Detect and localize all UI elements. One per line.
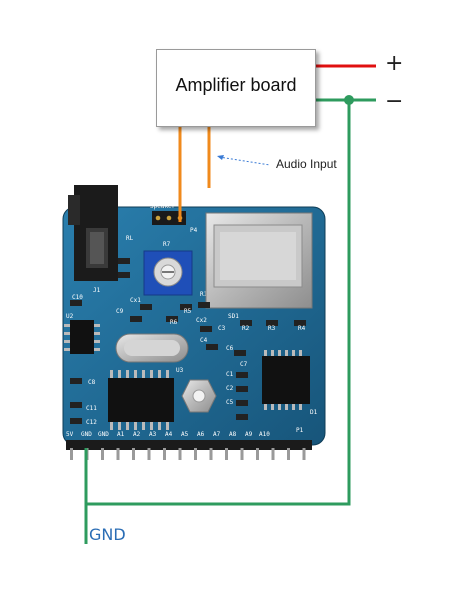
pcb-module: J1 Speaker P4 RL R7 R1 SD1 bbox=[62, 185, 326, 460]
label-d1: D1 bbox=[310, 409, 318, 416]
label-r5: R5 bbox=[184, 308, 192, 315]
label-c9: C9 bbox=[116, 308, 124, 315]
crystal-oscillator bbox=[115, 333, 189, 363]
ground-junction bbox=[344, 95, 354, 105]
audio-input-arrowhead bbox=[217, 155, 224, 160]
pin-strip bbox=[70, 448, 306, 460]
label-r2: R2 bbox=[242, 325, 250, 332]
smd-resistors bbox=[70, 258, 306, 424]
positive-terminal-label: + bbox=[385, 51, 404, 76]
label-r3: R3 bbox=[268, 325, 276, 332]
mounting-hole bbox=[181, 379, 217, 413]
label-c3: C3 bbox=[218, 325, 226, 332]
label-sd1: SD1 bbox=[228, 313, 239, 320]
label-r4: R4 bbox=[298, 325, 306, 332]
ground-return-wire bbox=[86, 100, 351, 506]
header-pin bbox=[271, 448, 275, 460]
label-c7: C7 bbox=[240, 361, 248, 368]
label-c1: C1 bbox=[226, 371, 234, 378]
gnd-label: GND bbox=[89, 525, 126, 544]
sd-card-slot bbox=[205, 212, 313, 309]
pin-label: GND bbox=[81, 431, 92, 438]
label-c10: C10 bbox=[72, 294, 83, 301]
label-u2: U2 bbox=[66, 313, 74, 320]
pin-label: A8 bbox=[229, 431, 237, 438]
header-pin bbox=[209, 448, 213, 460]
label-rl: RL bbox=[126, 235, 134, 242]
label-c2: C2 bbox=[226, 385, 234, 392]
label-p1: P1 bbox=[296, 427, 304, 434]
label-r7: R7 bbox=[163, 241, 171, 248]
header-pin bbox=[178, 448, 182, 460]
audio-input-label: Audio Input bbox=[276, 157, 337, 171]
header-pin bbox=[302, 448, 306, 460]
header-pin bbox=[225, 448, 228, 460]
pin-label: 5V bbox=[66, 431, 74, 438]
header-pin bbox=[256, 448, 259, 460]
header-pin bbox=[240, 448, 244, 460]
label-c11: C11 bbox=[86, 405, 97, 412]
amplifier-board-label: Amplifier board bbox=[175, 75, 297, 95]
label-cx2: Cx2 bbox=[196, 317, 207, 324]
pin-label: A3 bbox=[149, 431, 157, 438]
label-c12: C12 bbox=[86, 419, 97, 426]
label-c6: C6 bbox=[226, 345, 234, 352]
pin-label: A4 bbox=[165, 431, 173, 438]
potentiometer bbox=[143, 250, 193, 296]
audio-input-pointer bbox=[218, 156, 271, 166]
header-pin bbox=[147, 448, 151, 460]
chip-u2 bbox=[64, 320, 100, 354]
header-pin bbox=[70, 448, 73, 460]
label-cx1: Cx1 bbox=[130, 297, 141, 304]
pin-label: A9 bbox=[245, 431, 253, 438]
amplifier-board: Amplifier board bbox=[156, 49, 316, 127]
pin-labels: 5V GND GND A1 A2 A3 A4 A5 A6 A7 A8 A9 A1… bbox=[66, 431, 270, 438]
header-pin bbox=[116, 448, 120, 460]
label-c5: C5 bbox=[226, 399, 234, 406]
pin-header bbox=[66, 440, 312, 450]
chip-right bbox=[262, 350, 310, 410]
audio-jack bbox=[68, 185, 118, 281]
header-pin bbox=[287, 448, 290, 460]
pin-label: A1 bbox=[117, 431, 125, 438]
label-j1: J1 bbox=[93, 287, 101, 294]
label-u3: U3 bbox=[176, 367, 184, 374]
negative-terminal-label: − bbox=[385, 89, 404, 114]
pin-label: A2 bbox=[133, 431, 141, 438]
label-r6: R6 bbox=[170, 319, 178, 326]
header-pin bbox=[101, 448, 104, 460]
pin-label: A5 bbox=[181, 431, 189, 438]
label-c4: C4 bbox=[200, 337, 208, 344]
label-r1: R1 bbox=[200, 291, 208, 298]
pin-label: A7 bbox=[213, 431, 221, 438]
label-p4: P4 bbox=[190, 227, 198, 234]
chip-u3 bbox=[108, 370, 174, 430]
pin-label: A10 bbox=[259, 431, 270, 438]
label-c8: C8 bbox=[88, 379, 96, 386]
header-pin bbox=[163, 448, 166, 460]
pin-label: GND bbox=[98, 431, 109, 438]
header-pin bbox=[194, 448, 197, 460]
label-speaker: Speaker bbox=[150, 203, 176, 210]
pin-label: A6 bbox=[197, 431, 205, 438]
header-pin bbox=[132, 448, 135, 460]
